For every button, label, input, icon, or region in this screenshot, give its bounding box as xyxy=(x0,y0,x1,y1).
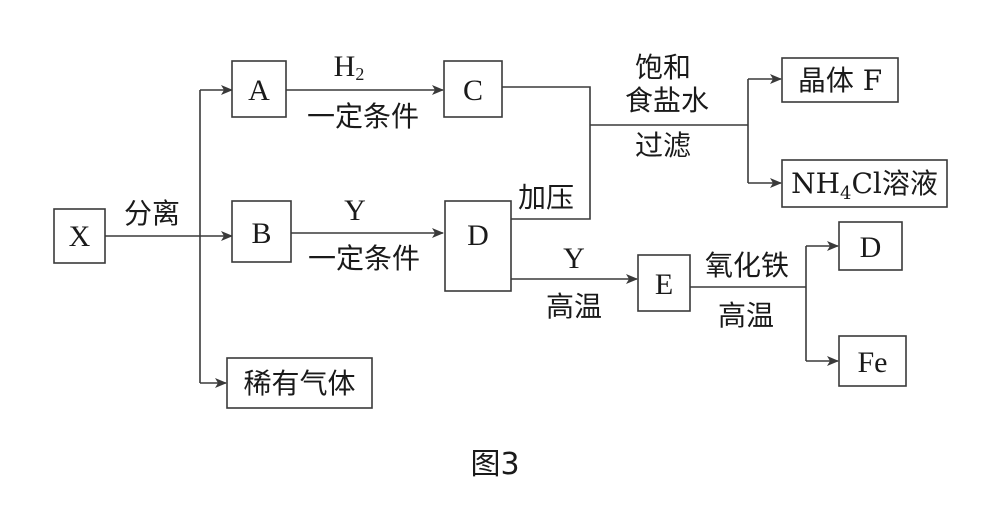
node-c: C xyxy=(463,74,483,107)
label-separate: 分离 xyxy=(124,197,180,230)
node-boxes xyxy=(53,57,948,409)
label-condition-b-d: 一定条件 xyxy=(308,242,420,275)
node-nh4cl-box xyxy=(781,159,948,208)
node-noble-gas-box xyxy=(226,357,373,409)
node-crystal-f: 晶体 F xyxy=(798,64,882,97)
label-iron-oxide: 氧化铁 xyxy=(705,249,789,282)
h2-main: H xyxy=(334,50,356,83)
nh4cl-prefix: NH xyxy=(791,167,840,200)
label-high-temp-d-e: 高温 xyxy=(546,290,602,323)
figure-caption: 图3 xyxy=(470,447,519,482)
node-a: A xyxy=(248,74,270,107)
label-saturated-line1: 饱和 xyxy=(635,51,691,84)
node-b: B xyxy=(251,217,271,250)
node-c-box xyxy=(443,60,503,118)
node-d-box xyxy=(444,200,512,292)
h2-subscript: 2 xyxy=(355,64,364,84)
node-noble-gas: 稀有气体 xyxy=(243,367,355,400)
node-fe: Fe xyxy=(858,346,888,379)
node-nh4cl: NH4Cl溶液 xyxy=(791,167,938,204)
label-saturated-line2: 食盐水 xyxy=(625,84,709,117)
node-d: D xyxy=(467,219,489,252)
node-labels: X A B 稀有气体 C D 晶体 F NH4Cl溶液 E D Fe xyxy=(69,64,938,400)
node-x-box xyxy=(53,208,106,264)
node-d-product-box xyxy=(838,221,903,271)
label-filter: 过滤 xyxy=(635,129,691,162)
edge-labels: 分离 H2 一定条件 Y 一定条件 加压 饱和 食盐水 过滤 Y 高温 氧化铁 … xyxy=(124,50,789,332)
nh4cl-suffix: Cl溶液 xyxy=(851,167,937,200)
connectors xyxy=(105,74,839,388)
label-y-d-e: Y xyxy=(563,242,585,275)
node-fe-box xyxy=(838,335,907,387)
label-y-b-d: Y xyxy=(344,194,366,227)
label-pressurize: 加压 xyxy=(518,181,574,214)
label-h2: H2 xyxy=(334,50,365,84)
label-condition-a-c: 一定条件 xyxy=(307,100,419,133)
c-to-merge-line xyxy=(502,86,591,125)
d-to-merge-line xyxy=(511,125,591,220)
node-e: E xyxy=(655,268,673,301)
node-a-box xyxy=(231,60,287,118)
node-b-box xyxy=(231,200,292,263)
node-crystal-f-box xyxy=(781,57,899,103)
node-d-product: D xyxy=(860,231,882,264)
node-e-box xyxy=(637,254,691,312)
label-high-temp-e: 高温 xyxy=(718,299,774,332)
nh4cl-subscript: 4 xyxy=(840,183,851,204)
node-x: X xyxy=(69,220,91,253)
